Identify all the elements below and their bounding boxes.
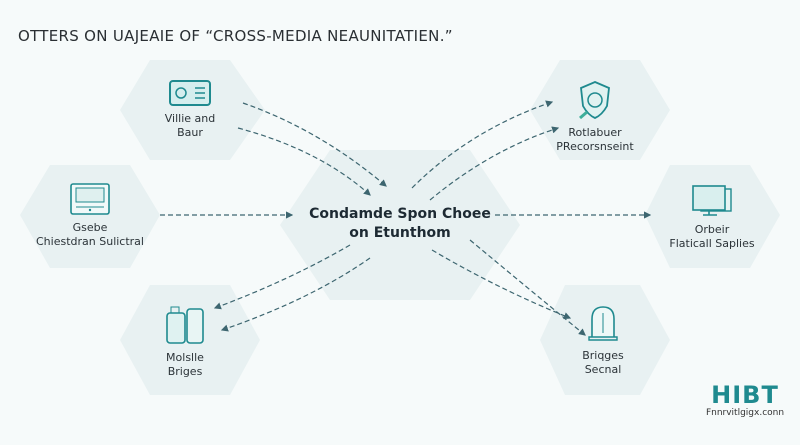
node-label: Gsebe (72, 221, 108, 234)
node-label: Villie and (164, 112, 216, 125)
node-bottom-left: Molslle Briges (110, 305, 260, 379)
hex-top-left (120, 60, 265, 160)
node-label: Briqges (582, 349, 624, 362)
node-label: Orbeir (694, 223, 730, 236)
dual-monitor-icon (692, 185, 732, 216)
connector-arrow (429, 126, 560, 201)
node-label: Chiestdran Sulictral (36, 235, 144, 248)
logo-text: HIBT (711, 381, 779, 409)
hex-mid-left (20, 165, 160, 268)
node-bottom-right: Briqges Secnal (528, 305, 678, 377)
node-mid-left: Gsebe Chiestdran Sulictral (15, 183, 165, 249)
card-icon (169, 80, 211, 106)
hex-mid-right (645, 165, 780, 268)
center-line2: on Etunthom (349, 225, 451, 241)
page-title: OTTERS ON UAJEAIE OF “CROSS-MEDIA NEAUNI… (18, 27, 453, 45)
logo-url: Fnnrvitlgigx.conn (705, 408, 785, 418)
connector-arrow (469, 239, 586, 336)
node-label: Baur (177, 126, 203, 139)
node-label: Rotlabuer (568, 126, 622, 139)
connector-arrow (431, 249, 572, 320)
shield-badge-icon (579, 81, 610, 120)
connector-arrow (411, 100, 554, 189)
connector-arrow (220, 257, 371, 332)
node-label: Flaticall Saplies (669, 237, 755, 250)
connector-arrow (242, 102, 387, 187)
center-hex (280, 150, 520, 300)
node-top-left: Villie and Baur (115, 80, 265, 140)
monitor-icon (70, 183, 110, 215)
connector-arrow (237, 127, 371, 196)
devices-icon (166, 306, 204, 344)
node-label: Molslle (166, 351, 204, 364)
center-line1: Condamde Spon Choee (309, 206, 491, 222)
node-label: Secnal (584, 363, 622, 376)
node-label: Briges (167, 365, 203, 378)
central-concept: Condamde Spon Choee on Etunthom (290, 205, 510, 243)
arch-icon (588, 306, 618, 341)
brand-logo: HIBT Fnnrvitlgigx.conn (700, 382, 790, 418)
node-label: PRecorsnseint (556, 140, 634, 153)
node-mid-right: Orbeir Flaticall Saplies (637, 185, 787, 251)
node-top-right: Rotlabuer PRecorsnseint (520, 80, 670, 154)
connector-arrow (213, 244, 351, 310)
